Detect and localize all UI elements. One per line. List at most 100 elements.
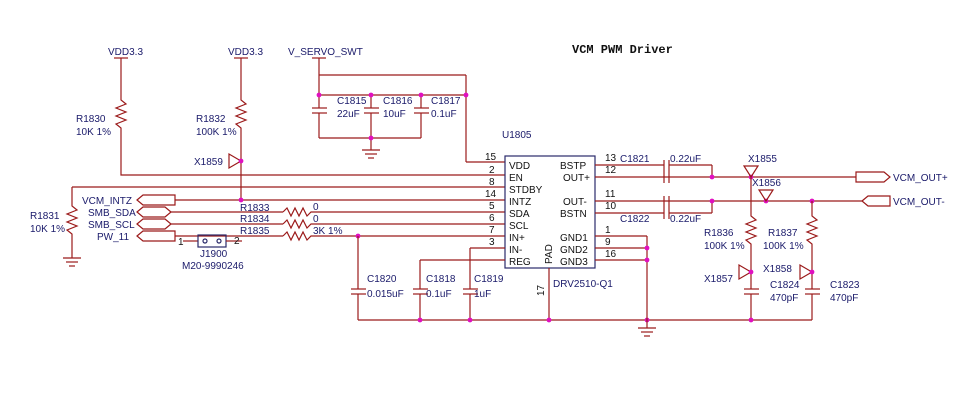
ic-u1805: U1805 DRV2510-Q1 PAD VDD EN STDBY INTZ S… (485, 130, 617, 296)
svg-text:U1805: U1805 (502, 130, 532, 141)
svg-text:100K 1%: 100K 1% (704, 241, 745, 252)
svg-text:BSTP: BSTP (560, 161, 586, 172)
svg-text:PW_11: PW_11 (97, 232, 129, 243)
testpoint-x1858: X1858 (763, 263, 815, 281)
svg-text:2: 2 (234, 236, 240, 247)
svg-text:22uF: 22uF (337, 109, 360, 120)
svg-text:C1820: C1820 (367, 274, 397, 285)
svg-text:R1835: R1835 (240, 226, 270, 237)
svg-text:X1857: X1857 (704, 274, 733, 285)
svg-text:C1821: C1821 (620, 154, 650, 165)
svg-text:SDA: SDA (509, 209, 530, 220)
svg-text:R1832: R1832 (196, 114, 226, 125)
resistor-r1830: R1830 10K 1% (76, 95, 505, 176)
net-smb-scl[interactable]: SMB_SCL (88, 218, 283, 231)
svg-text:SMB_SDA: SMB_SDA (88, 208, 136, 219)
svg-text:C1815: C1815 (337, 96, 367, 107)
svg-text:IN+: IN+ (509, 233, 525, 244)
svg-text:R1834: R1834 (240, 214, 270, 225)
svg-text:7: 7 (489, 225, 495, 236)
svg-text:C1824: C1824 (770, 280, 800, 291)
svg-text:0.1uF: 0.1uF (431, 109, 457, 120)
schematic-title: VCM PWM Driver (572, 43, 673, 57)
svg-text:3: 3 (489, 237, 495, 248)
svg-text:5: 5 (489, 201, 495, 212)
svg-text:VDD3.3: VDD3.3 (228, 47, 263, 58)
svg-text:C1817: C1817 (431, 96, 461, 107)
svg-text:470pF: 470pF (770, 293, 798, 304)
svg-text:1: 1 (178, 237, 184, 248)
testpoint-x1856: X1856 (752, 178, 781, 203)
resistor-r1837: R1837 100K 1% (763, 201, 819, 289)
power-vdd-a: VDD3.3 (108, 47, 143, 95)
svg-text:R1830: R1830 (76, 114, 106, 125)
svg-text:GND3: GND3 (560, 257, 588, 268)
net-vcm-out-minus[interactable]: VCM_OUT- (595, 195, 945, 208)
svg-text:VDD3.3: VDD3.3 (108, 47, 143, 58)
net-smb-sda[interactable]: SMB_SDA (88, 206, 283, 219)
svg-text:VCM_OUT+: VCM_OUT+ (893, 173, 948, 184)
testpoint-x1859: X1859 (194, 152, 244, 170)
svg-text:BSTN: BSTN (560, 209, 587, 220)
bootstrap-cap-c1821: C1821 0.22uF (595, 154, 713, 183)
svg-text:EN: EN (509, 173, 523, 184)
net-pw-11[interactable]: PW_11 (97, 230, 283, 243)
svg-text:X1859: X1859 (194, 157, 223, 168)
svg-text:GND1: GND1 (560, 233, 588, 244)
svg-text:X1858: X1858 (763, 264, 792, 275)
cap-c1824: C1824 470pF (744, 280, 800, 323)
resistor-r1832: R1832 100K 1% (196, 95, 248, 200)
resistor-r1834: R1834 0 (240, 214, 505, 230)
svg-text:REG: REG (509, 257, 531, 268)
resistor-r1833: R1833 0 (240, 202, 505, 218)
svg-text:10uF: 10uF (383, 109, 406, 120)
svg-text:DRV2510-Q1: DRV2510-Q1 (553, 279, 613, 290)
svg-text:0.1uF: 0.1uF (426, 289, 452, 300)
gnd-pins (595, 235, 656, 337)
svg-text:10K 1%: 10K 1% (30, 224, 65, 235)
svg-text:STDBY: STDBY (509, 185, 543, 196)
svg-text:1uF: 1uF (474, 289, 491, 300)
net-vcm-intz[interactable]: VCM_INTZ (82, 194, 505, 207)
svg-text:C1819: C1819 (474, 274, 504, 285)
svg-text:15: 15 (485, 152, 497, 163)
svg-text:6: 6 (489, 213, 495, 224)
testpoint-x1855: X1855 (742, 154, 777, 179)
svg-text:OUT+: OUT+ (563, 173, 590, 184)
svg-text:0: 0 (313, 214, 319, 225)
svg-text:C1823: C1823 (830, 280, 860, 291)
svg-text:2: 2 (489, 165, 495, 176)
cap-group-bottom: C1820 0.015uF C1819 1uF C1818 0.1uF (351, 236, 812, 323)
svg-text:11: 11 (605, 189, 616, 200)
svg-text:V_SERVO_SWT: V_SERVO_SWT (288, 47, 363, 58)
resistor-r1836: R1836 100K 1% (704, 177, 758, 289)
svg-text:R1833: R1833 (240, 203, 270, 214)
svg-text:INTZ: INTZ (509, 197, 531, 208)
svg-text:VDD: VDD (509, 161, 530, 172)
svg-text:9: 9 (605, 237, 611, 248)
power-vdd-b: VDD3.3 (228, 47, 263, 95)
testpoint-x1857: X1857 (704, 263, 754, 285)
svg-text:1: 1 (605, 225, 611, 236)
svg-text:X1856: X1856 (752, 178, 781, 189)
svg-text:C1818: C1818 (426, 274, 456, 285)
svg-text:J1900: J1900 (200, 249, 228, 260)
svg-text:R1837: R1837 (768, 228, 798, 239)
svg-text:0.015uF: 0.015uF (367, 289, 404, 300)
svg-text:17: 17 (536, 284, 547, 296)
resistor-r1831: R1831 10K 1% (30, 186, 505, 267)
svg-text:SMB_SCL: SMB_SCL (88, 220, 135, 231)
svg-text:M20-9990246: M20-9990246 (182, 261, 244, 272)
svg-text:8: 8 (489, 177, 495, 188)
svg-text:X1855: X1855 (748, 154, 777, 165)
svg-text:12: 12 (605, 165, 617, 176)
svg-text:GND2: GND2 (560, 245, 588, 256)
cap-c1823: C1823 470pF (805, 280, 860, 320)
svg-text:10K 1%: 10K 1% (76, 127, 111, 138)
svg-text:16: 16 (605, 249, 617, 260)
svg-text:OUT-: OUT- (563, 197, 587, 208)
svg-text:470pF: 470pF (830, 293, 858, 304)
svg-text:14: 14 (485, 189, 497, 200)
svg-text:3K 1%: 3K 1% (313, 226, 343, 237)
